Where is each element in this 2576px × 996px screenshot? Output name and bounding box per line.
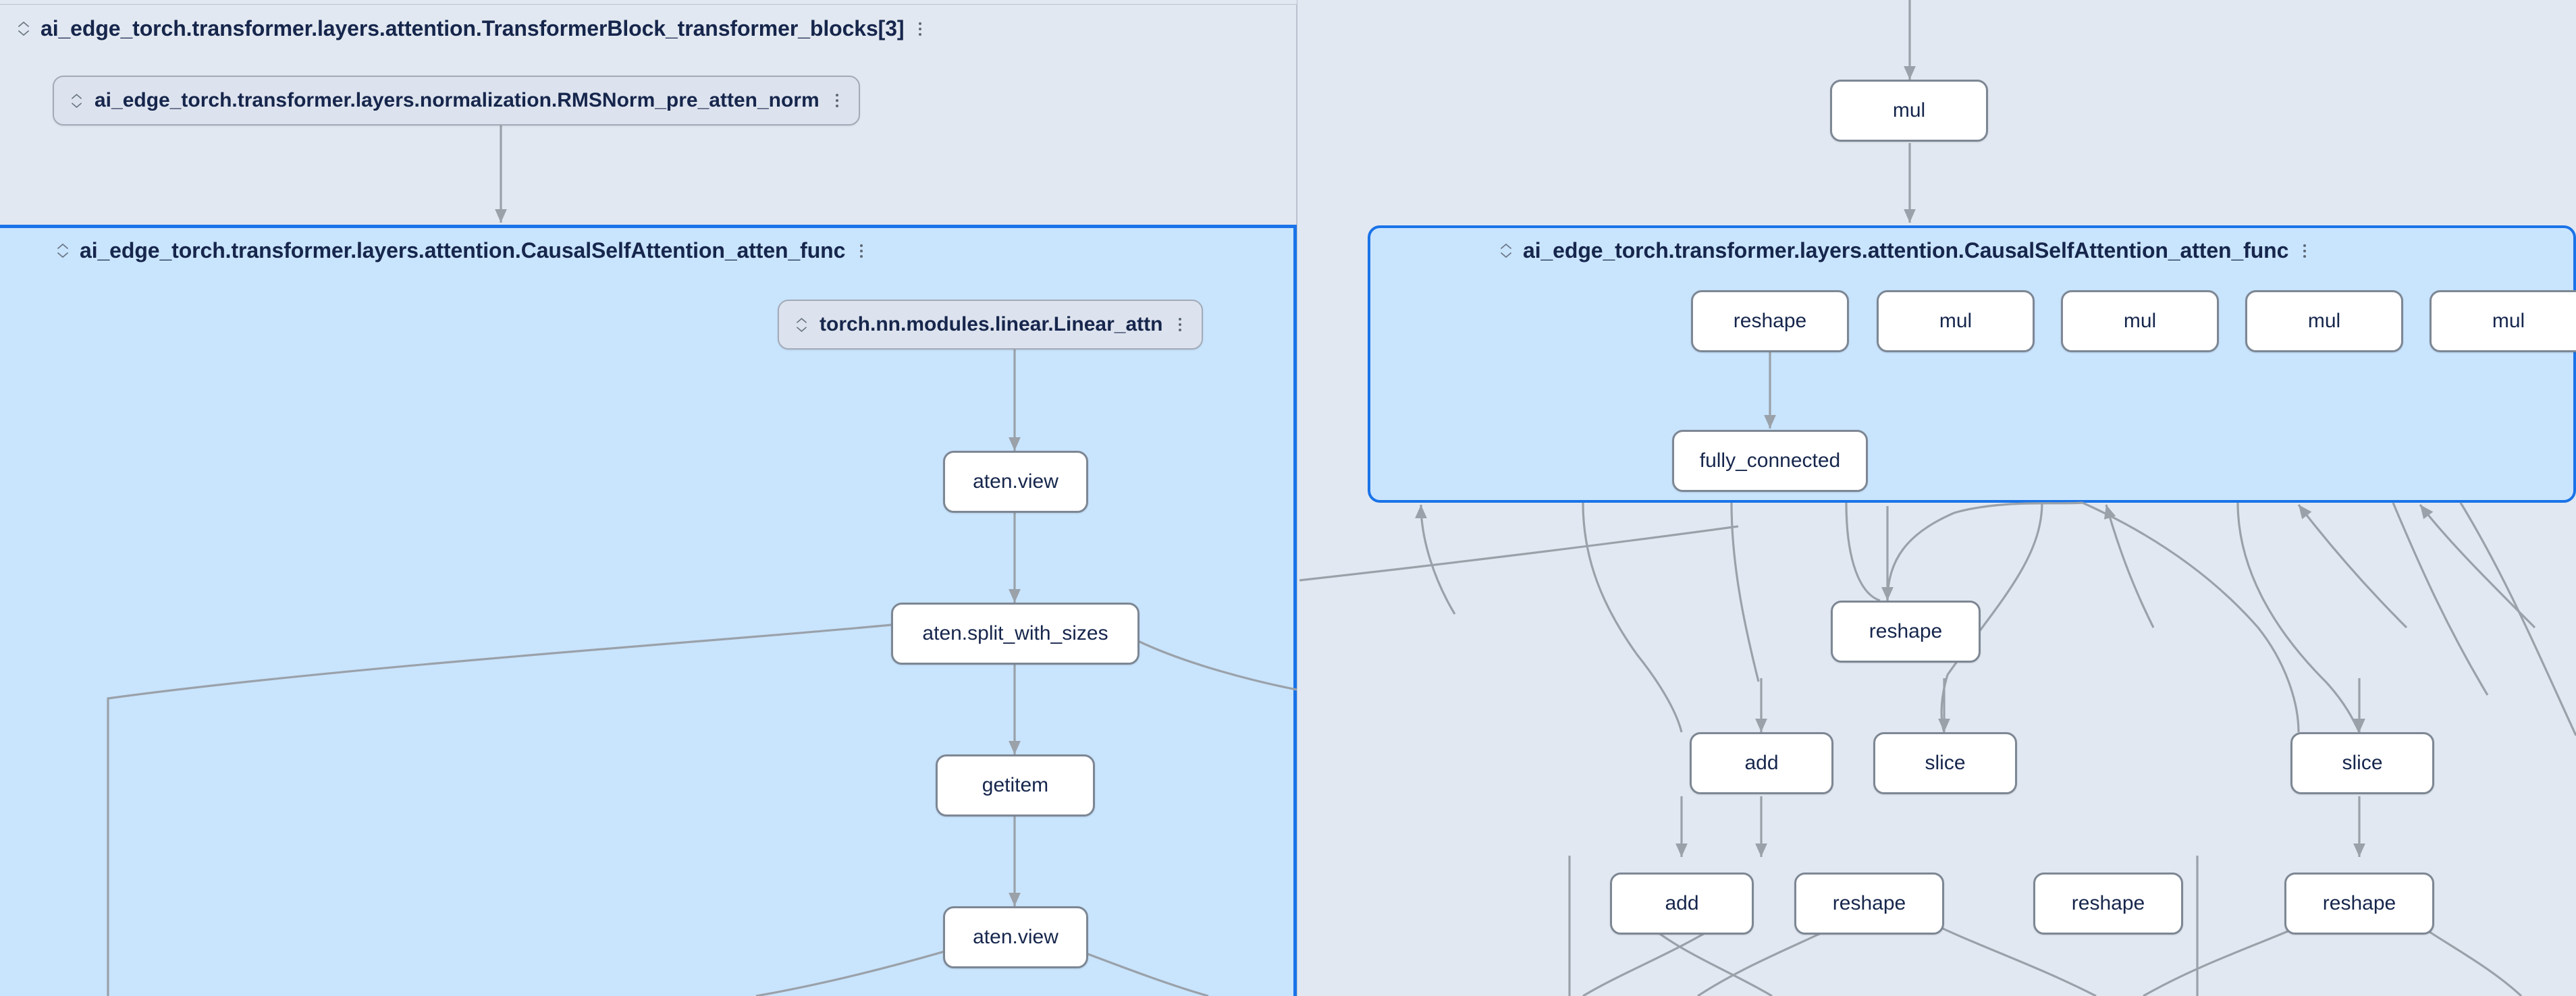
kebab-menu-icon[interactable] (830, 90, 844, 111)
group-header-causal-self-attention-right[interactable]: ai_edge_torch.transformer.layers.attenti… (1499, 238, 2311, 263)
chevron-up-down-icon[interactable] (55, 240, 70, 262)
op-node-mul-top[interactable]: mul (1830, 80, 1988, 142)
kebab-menu-icon[interactable] (913, 19, 927, 39)
op-node-reshape-1[interactable]: reshape (1691, 290, 1849, 352)
op-node-fully-connected-1[interactable]: fully_connected (1672, 430, 1868, 492)
op-node-mul-3[interactable]: mul (2245, 290, 2403, 352)
op-node-aten-view[interactable]: aten.view (943, 451, 1088, 513)
op-node-aten-split-with-sizes[interactable]: aten.split_with_sizes (891, 603, 1139, 665)
op-node-mul-2[interactable]: mul (2061, 290, 2219, 352)
op-node-add-2[interactable]: add (1610, 873, 1754, 935)
right-graph-pane[interactable]: mul ai_edge_torch.transformer.layers.att… (1299, 0, 2576, 996)
group-header-transformer-block[interactable]: ai_edge_torch.transformer.layers.attenti… (16, 16, 927, 41)
op-node-reshape-5[interactable]: reshape (2033, 873, 2183, 935)
op-node-label: reshape (1869, 620, 1943, 642)
op-node-label: mul (1939, 310, 1973, 332)
pill-rmsnorm-pre-atten-norm[interactable]: ai_edge_torch.transformer.layers.normali… (53, 76, 860, 126)
chevron-up-down-icon[interactable] (69, 89, 84, 112)
op-node-reshape-4[interactable]: reshape (1794, 873, 1944, 935)
op-node-add-1[interactable]: add (1690, 732, 1833, 794)
op-node-label: getitem (982, 774, 1049, 796)
group-header-label: ai_edge_torch.transformer.layers.attenti… (1523, 238, 2289, 262)
op-node-slice-2[interactable]: slice (2290, 732, 2434, 794)
op-node-label: slice (2342, 752, 2383, 774)
chevron-up-down-icon[interactable] (1499, 240, 1513, 262)
op-node-label: reshape (2322, 892, 2396, 914)
op-node-label: mul (2123, 310, 2157, 332)
op-node-aten-view-2[interactable]: aten.view (943, 906, 1088, 968)
op-node-label: add (1665, 892, 1699, 914)
op-node-label: slice (1925, 752, 1966, 774)
op-node-label: reshape (1733, 310, 1807, 332)
op-node-label: aten.view (973, 926, 1058, 948)
op-node-reshape-3[interactable]: reshape (1831, 601, 1981, 663)
op-node-label: aten.split_with_sizes (922, 622, 1108, 644)
group-header-causal-self-attention[interactable]: ai_edge_torch.transformer.layers.attenti… (55, 238, 868, 263)
left-graph-pane[interactable]: ai_edge_torch.transformer.layers.attenti… (0, 0, 1297, 996)
kebab-menu-icon[interactable] (2298, 241, 2311, 261)
op-node-label: add (1744, 752, 1779, 774)
panel-divider[interactable] (1297, 0, 1299, 996)
group-header-label: ai_edge_torch.transformer.layers.attenti… (41, 16, 905, 40)
chevron-up-down-icon[interactable] (16, 18, 31, 40)
op-node-mul-4[interactable]: mul (2430, 290, 2576, 352)
op-node-label: reshape (1832, 892, 1906, 914)
op-node-label: mul (1892, 99, 1926, 121)
pill-label: ai_edge_torch.transformer.layers.normali… (95, 89, 820, 111)
kebab-menu-icon[interactable] (1173, 314, 1187, 335)
op-node-label: mul (2492, 310, 2525, 332)
op-node-label: aten.view (973, 470, 1058, 493)
op-node-label: fully_connected (1699, 449, 1841, 472)
op-node-slice-1[interactable]: slice (1873, 732, 2017, 794)
op-node-label: reshape (2071, 892, 2145, 914)
op-node-mul-1[interactable]: mul (1877, 290, 2035, 352)
op-node-reshape-6[interactable]: reshape (2284, 873, 2434, 935)
op-node-getitem[interactable]: getitem (936, 754, 1095, 817)
pill-label: torch.nn.modules.linear.Linear_attn (820, 313, 1163, 335)
group-header-label: ai_edge_torch.transformer.layers.attenti… (80, 238, 846, 262)
group-container-causal-self-attention-right[interactable] (1368, 225, 2576, 503)
pill-linear-attn[interactable]: torch.nn.modules.linear.Linear_attn (778, 300, 1204, 350)
chevron-up-down-icon[interactable] (794, 313, 809, 336)
kebab-menu-icon[interactable] (855, 241, 868, 261)
op-node-label: mul (2307, 310, 2341, 332)
